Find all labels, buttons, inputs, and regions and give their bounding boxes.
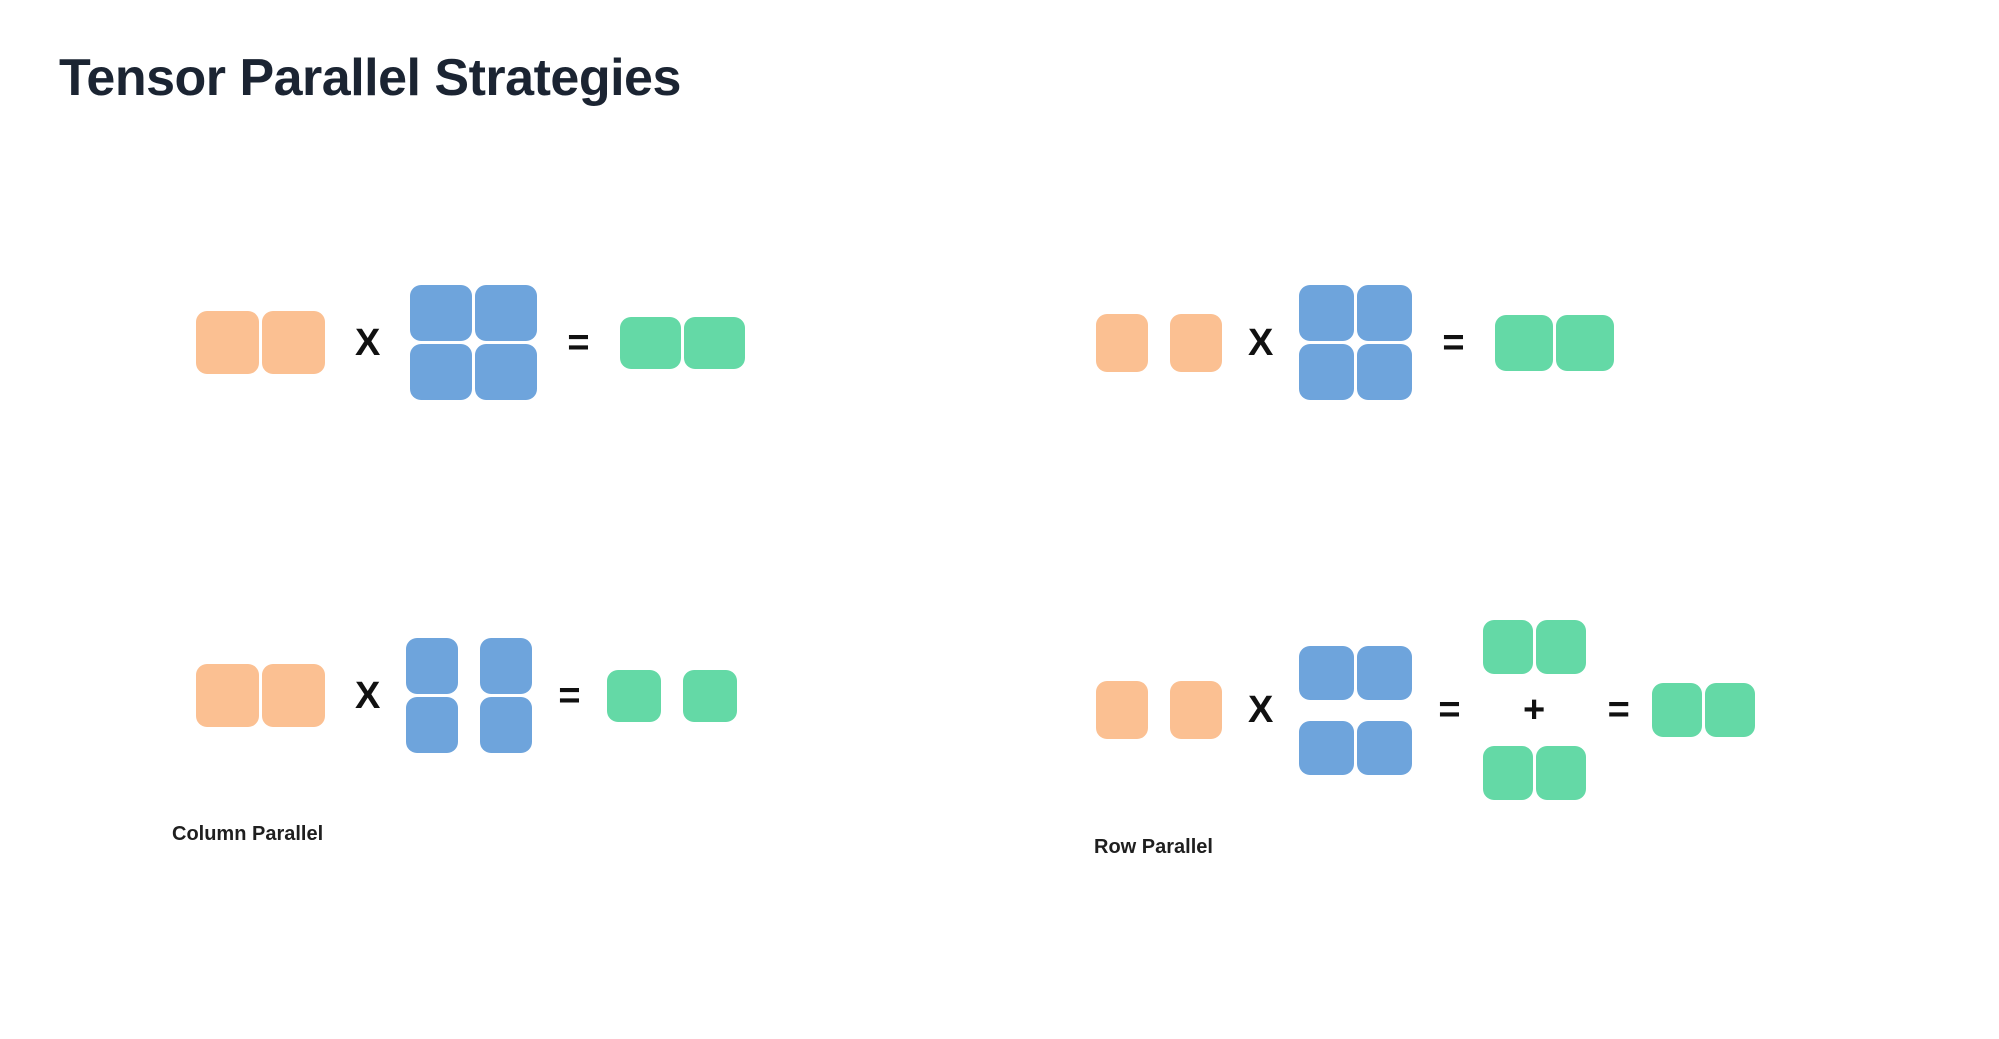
diagram-column-parallel-sharded: X = [196, 638, 737, 753]
weight-cell [1357, 720, 1413, 775]
matrix-row [1299, 720, 1413, 775]
input-cell [1170, 681, 1222, 739]
equals-operator: = [1438, 689, 1461, 731]
weight-cell [406, 638, 459, 694]
matrix-row [1482, 746, 1586, 800]
partial-sum-cell [1482, 746, 1533, 800]
matrix-row [1299, 285, 1413, 341]
weight-cell [1299, 645, 1355, 700]
partial-sum-matrix-green-bottom [1482, 746, 1586, 800]
multiply-operator: X [355, 674, 381, 717]
equals-operator: = [558, 674, 581, 717]
matrix-row [619, 316, 745, 369]
plus-operator: + [1522, 689, 1546, 731]
page-title: Tensor Parallel Strategies [59, 49, 681, 107]
weight-cell [406, 697, 459, 753]
multiply-operator: X [1248, 321, 1274, 364]
input-stack [1096, 647, 1222, 773]
weight-cell [1357, 344, 1413, 400]
output-cell [606, 669, 661, 722]
diagram-row-parallel-sharded: X = + = [1096, 620, 1755, 800]
equals-operator-final: = [1607, 689, 1630, 731]
matrix-row [1482, 620, 1586, 674]
output-cell [619, 316, 681, 369]
input-cell [1170, 313, 1222, 372]
weight-cell [480, 697, 533, 753]
output-matrix-green-column-sharded [606, 669, 737, 722]
weight-matrix-blue-column-sharded [406, 638, 533, 753]
input-cell [262, 664, 325, 727]
matrix-row [1096, 681, 1222, 739]
partial-sum-cell [1482, 620, 1533, 674]
output-matrix-green [1494, 314, 1614, 371]
output-cell [1555, 314, 1614, 371]
input-matrix-orange [196, 311, 325, 374]
matrix-row [606, 669, 737, 722]
output-cell [1704, 683, 1755, 737]
matrix-row [410, 285, 538, 341]
output-cell [1494, 314, 1553, 371]
weight-cell [410, 344, 473, 400]
weight-cell [480, 638, 533, 694]
partial-sum-cell [1535, 746, 1586, 800]
multiply-operator: X [1248, 689, 1274, 731]
matrix-row [406, 638, 533, 694]
input-cell [1096, 313, 1148, 372]
input-cell [196, 664, 259, 727]
weight-cell [1299, 720, 1355, 775]
matrix-row [406, 697, 533, 753]
diagram-row-parallel-unsharded: X = [1096, 285, 1614, 400]
section-label-row-parallel: Row Parallel [1094, 836, 1213, 858]
weight-cell [410, 285, 473, 341]
input-matrix-orange-sharded [1096, 313, 1222, 372]
weight-cell [475, 285, 538, 341]
equals-operator: = [1442, 321, 1465, 364]
output-matrix-green [619, 316, 745, 369]
matrix-row [1494, 314, 1614, 371]
multiply-operator: X [355, 321, 381, 364]
weight-cell [1299, 344, 1355, 400]
partial-sum-matrix-green-top [1482, 620, 1586, 674]
diagram-column-parallel-unsharded: X = [196, 285, 745, 400]
equals-operator: = [567, 321, 590, 364]
matrix-row [1299, 645, 1413, 700]
matrix-row [410, 344, 538, 400]
matrix-row [1299, 344, 1413, 400]
weight-cell [1299, 285, 1355, 341]
input-cell [196, 311, 259, 374]
matrix-row [196, 664, 325, 727]
input-matrix-orange-sharded [1096, 681, 1222, 739]
input-matrix-orange [196, 664, 325, 727]
weight-matrix-blue-row-sharded [1299, 645, 1413, 775]
partial-sums-stack: + [1482, 620, 1586, 800]
output-matrix-green-reduced [1651, 683, 1755, 737]
partial-sum-cell [1535, 620, 1586, 674]
output-cell [1651, 683, 1702, 737]
output-cell [683, 316, 745, 369]
weight-matrix-blue [1299, 285, 1413, 400]
weight-matrix-blue [410, 285, 538, 400]
weight-cell [1357, 285, 1413, 341]
input-cell [262, 311, 325, 374]
input-cell [1096, 681, 1148, 739]
output-cell [682, 669, 737, 722]
weight-cell [1357, 645, 1413, 700]
weight-cell [475, 344, 538, 400]
matrix-row [1651, 683, 1755, 737]
matrix-row [196, 311, 325, 374]
section-label-column-parallel: Column Parallel [172, 823, 324, 845]
matrix-row [1096, 313, 1222, 372]
